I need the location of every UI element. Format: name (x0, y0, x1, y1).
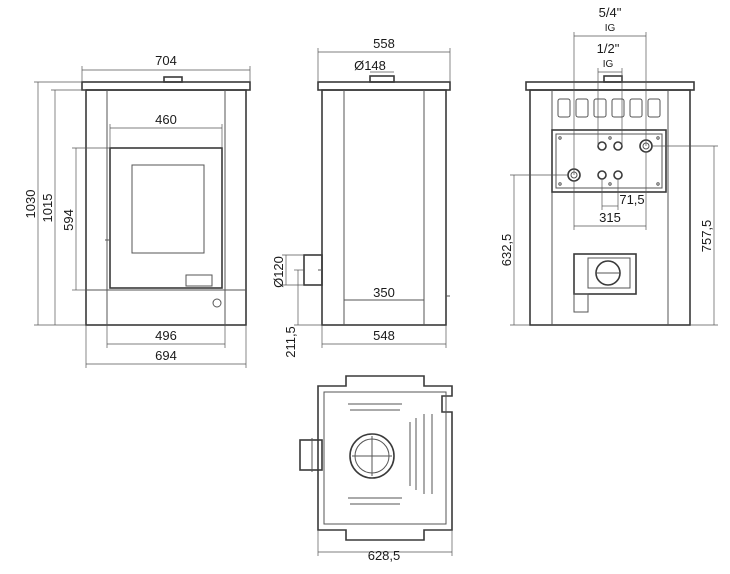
top-air-inlet (299, 439, 323, 471)
pipe-small-3 (597, 170, 607, 180)
front-door-glass (131, 164, 205, 254)
front-top-flue (163, 76, 183, 83)
dim-315: 315 (599, 210, 621, 225)
dim-632-5: 632,5 (499, 234, 514, 267)
rear-connection-plate (551, 129, 667, 193)
dim-211-5: 211,5 (283, 326, 298, 358)
side-top-plate (317, 81, 451, 91)
front-door-handle (185, 274, 213, 287)
dim-5-4-ig: IG (605, 23, 616, 34)
rear-flue (603, 75, 623, 83)
dim-460: 460 (155, 112, 177, 127)
dim-496: 496 (155, 328, 177, 343)
dim-d148: Ø148 (354, 58, 386, 73)
dim-704: 704 (155, 53, 177, 68)
dim-1015: 1015 (40, 194, 55, 223)
dim-1-2-ig: IG (603, 59, 614, 70)
rear-view: 5/4" IG 1/2" IG 71,5 315 632,5 757,5 (499, 5, 718, 326)
top-flue-outer (349, 433, 395, 479)
front-view: 704 460 1030 1015 594 496 694 (23, 53, 251, 368)
rear-body (529, 89, 691, 326)
front-logo (212, 298, 222, 308)
dim-558: 558 (373, 36, 395, 51)
front-door (109, 147, 223, 289)
pipe-small-2 (613, 141, 623, 151)
dim-d120: Ø120 (271, 256, 286, 288)
side-flue (369, 75, 395, 83)
dim-694: 694 (155, 348, 177, 363)
dim-628-5: 628,5 (368, 548, 401, 563)
dim-1030: 1030 (23, 190, 38, 219)
top-view: 628,5 (299, 375, 453, 563)
dim-71-5: 71,5 (619, 192, 644, 207)
dim-1-2: 1/2" (597, 41, 620, 56)
top-slots (348, 403, 433, 505)
dim-594: 594 (61, 209, 76, 231)
dim-548: 548 (373, 328, 395, 343)
rear-vents (557, 98, 661, 118)
front-body (85, 89, 247, 326)
pipe-small-1 (597, 141, 607, 151)
front-top-plate (81, 81, 251, 91)
side-body (321, 89, 447, 326)
pipe-small-4 (613, 170, 623, 180)
dim-5-4: 5/4" (599, 5, 622, 20)
dim-350: 350 (373, 285, 395, 300)
dim-757-5: 757,5 (699, 220, 714, 253)
side-view: 558 Ø148 Ø120 350 548 211,5 (271, 36, 451, 358)
rear-top-plate (525, 81, 695, 91)
top-outline (317, 375, 453, 541)
rear-air-box (573, 253, 637, 295)
